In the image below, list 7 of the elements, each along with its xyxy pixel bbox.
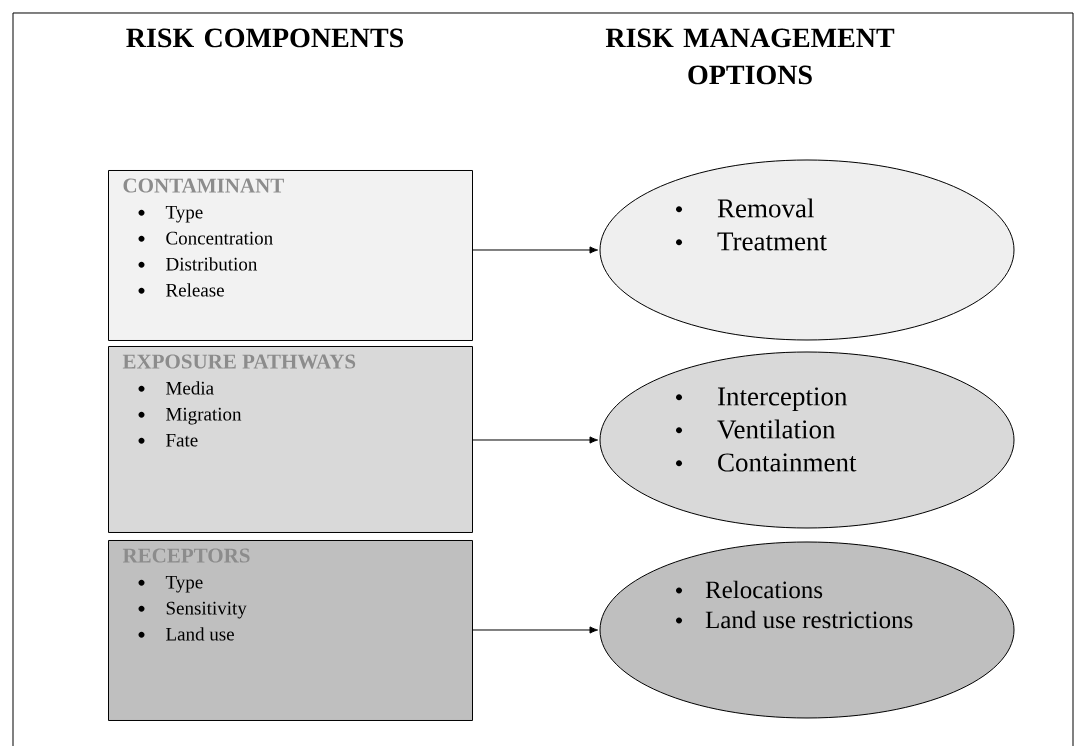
column-heading: RISK COMPONENTS — [126, 28, 404, 48]
component-box: CONTAMINANT Type Concentration Distribution Release — [108, 170, 473, 341]
arrow — [472, 246, 599, 254]
column-heading: RISK MANAGEMENT OPTIONS — [605, 28, 895, 85]
component-box: EXPOSURE PATHWAYS Media Migration Fate — [108, 346, 473, 533]
arrow — [472, 436, 599, 444]
arrow — [472, 626, 599, 634]
